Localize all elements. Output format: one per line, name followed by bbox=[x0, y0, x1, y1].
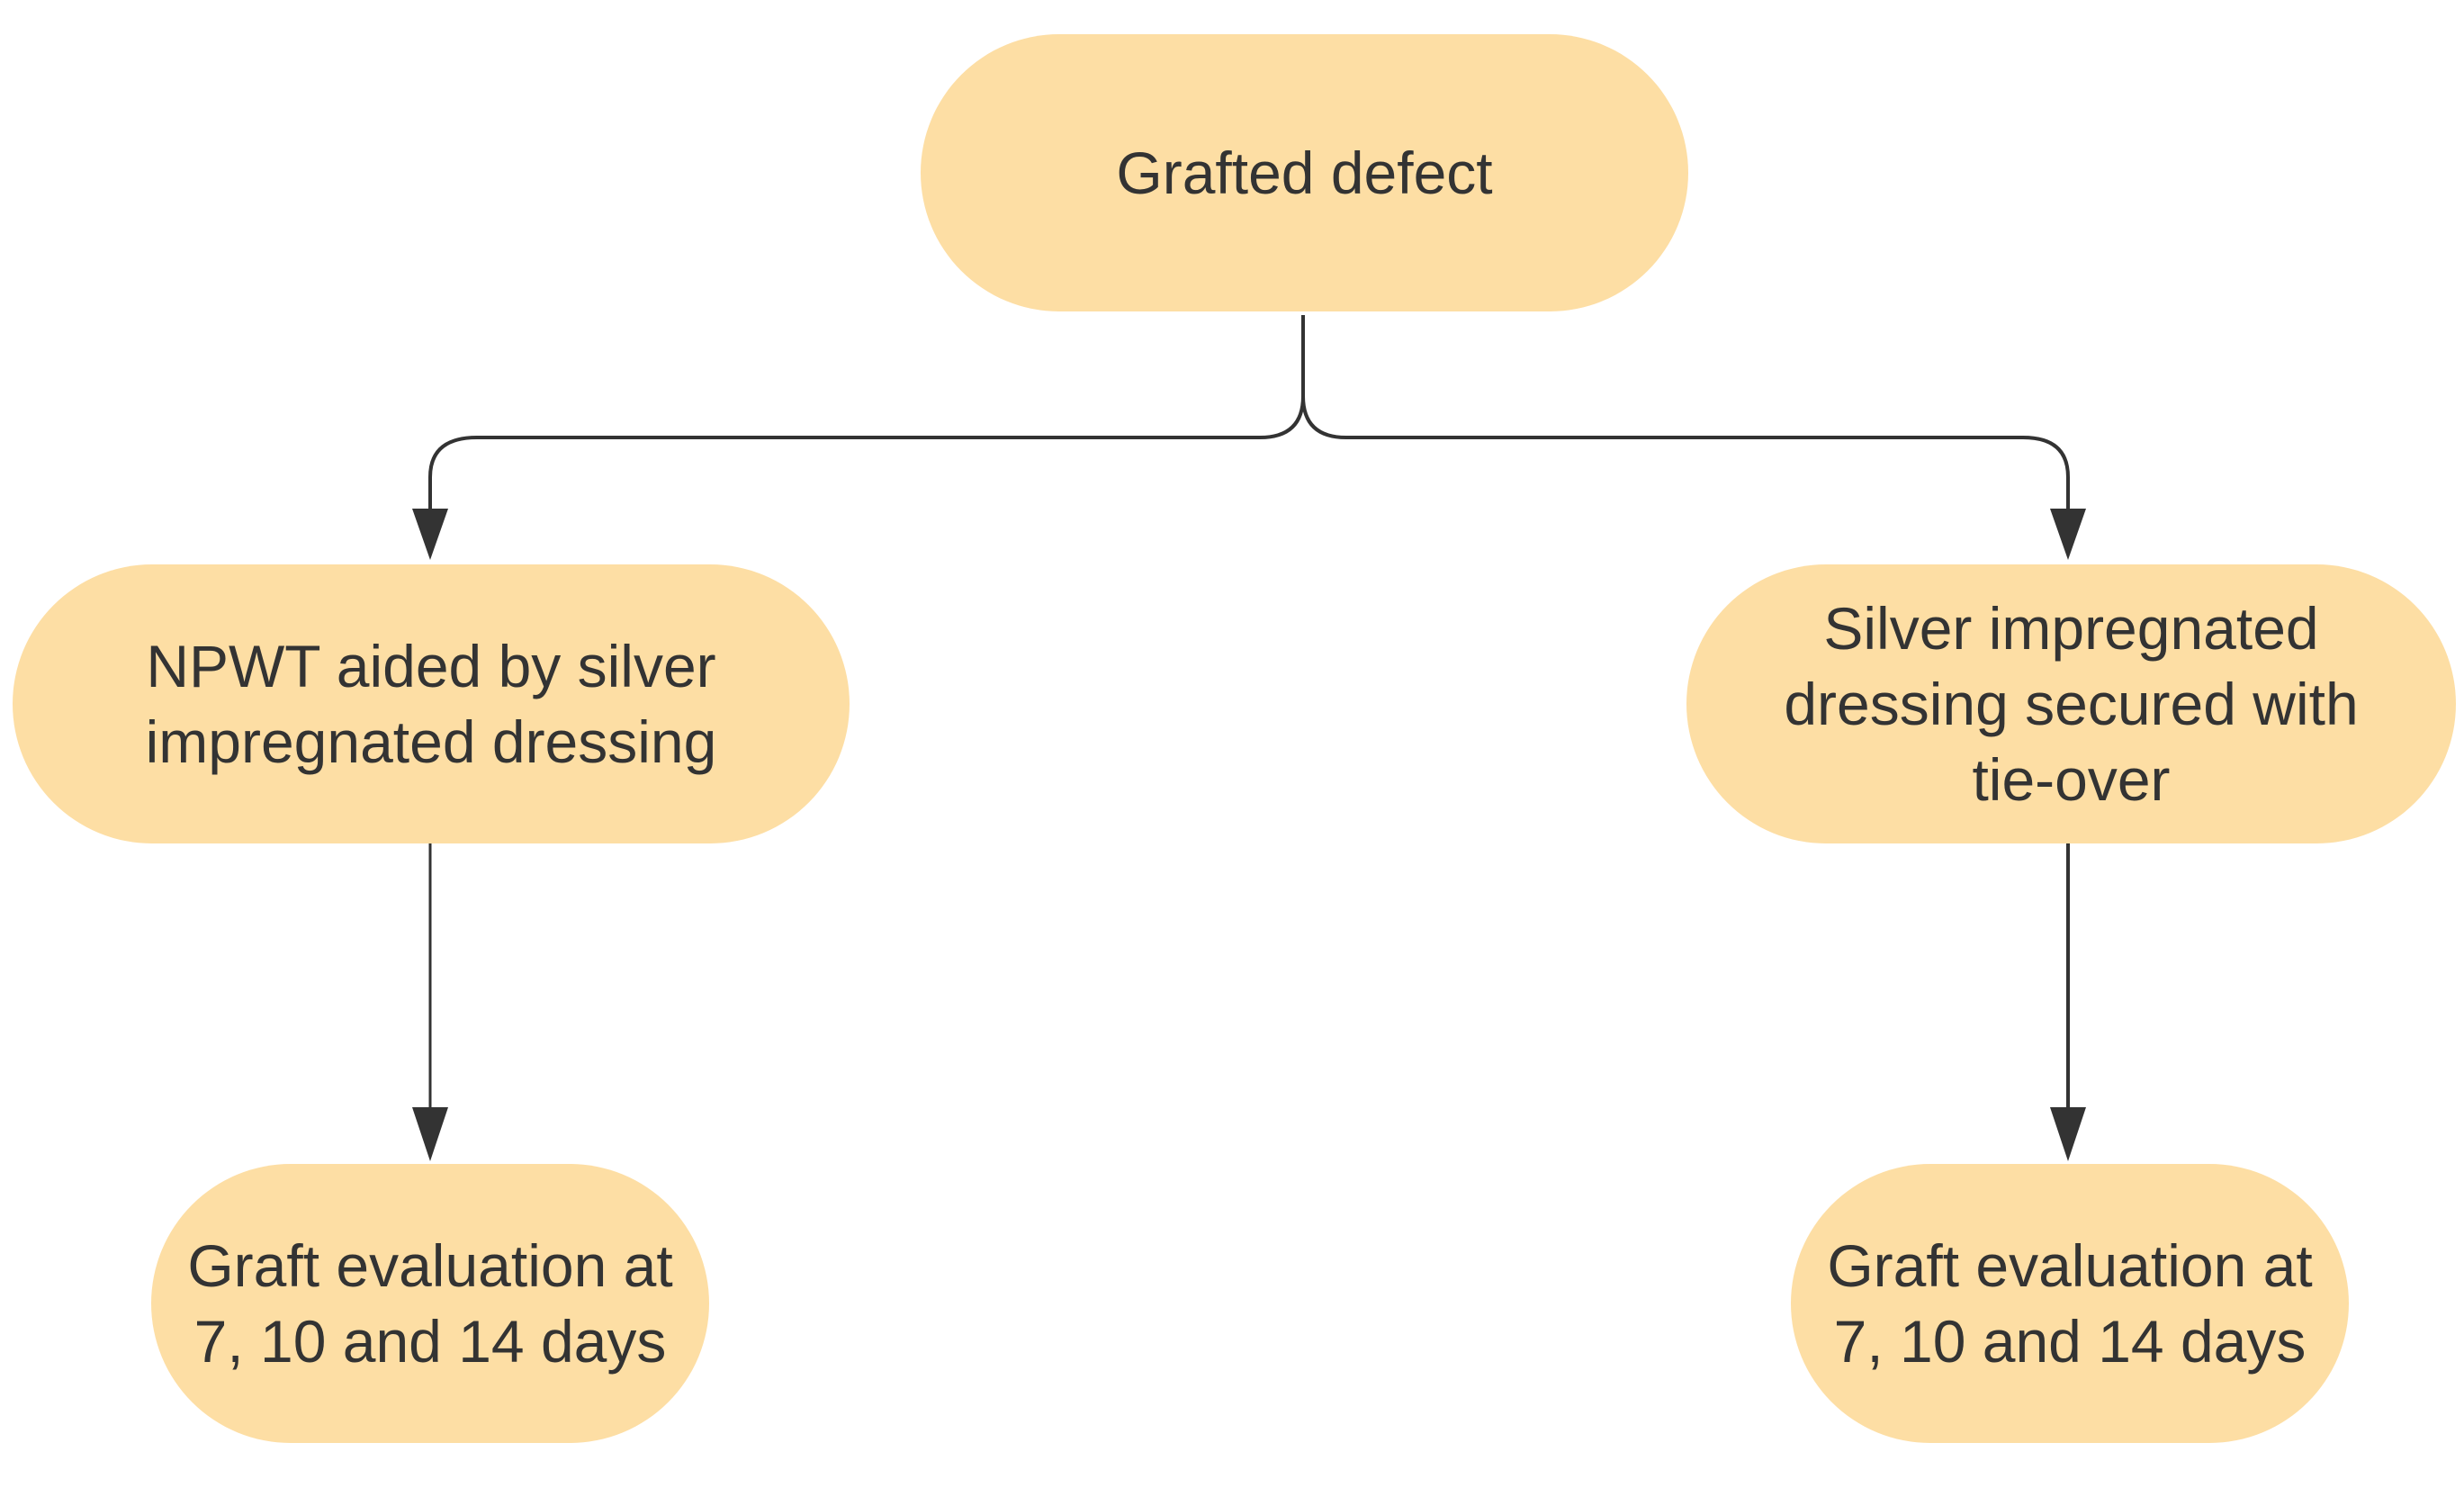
node-graft-evaluation-left-label: Graft evaluation at 7, 10 and 14 days bbox=[187, 1232, 673, 1375]
node-silver-dressing-tie-over: Silver impregnated dressing secured with… bbox=[1686, 564, 2456, 843]
arrowhead-left-outcome bbox=[412, 1107, 448, 1161]
arrowhead-right-branch bbox=[2050, 509, 2086, 560]
connector-root-to-right bbox=[1301, 395, 2070, 511]
node-graft-evaluation-right-label: Graft evaluation at 7, 10 and 14 days bbox=[1827, 1232, 2313, 1375]
node-graft-evaluation-left: Graft evaluation at 7, 10 and 14 days bbox=[151, 1164, 709, 1443]
node-grafted-defect: Grafted defect bbox=[921, 34, 1688, 311]
node-npwt-silver-dressing-label: NPWT aided by silver impregnated dressin… bbox=[145, 633, 717, 775]
node-silver-dressing-tie-over-label: Silver impregnated dressing secured with… bbox=[1784, 595, 2359, 813]
node-graft-evaluation-right: Graft evaluation at 7, 10 and 14 days bbox=[1791, 1164, 2349, 1443]
arrowhead-left-branch bbox=[412, 509, 448, 560]
connector-root-to-left bbox=[428, 315, 1305, 511]
node-npwt-silver-dressing: NPWT aided by silver impregnated dressin… bbox=[13, 564, 850, 843]
node-grafted-defect-label: Grafted defect bbox=[1116, 140, 1493, 206]
arrowhead-right-outcome bbox=[2050, 1107, 2086, 1161]
